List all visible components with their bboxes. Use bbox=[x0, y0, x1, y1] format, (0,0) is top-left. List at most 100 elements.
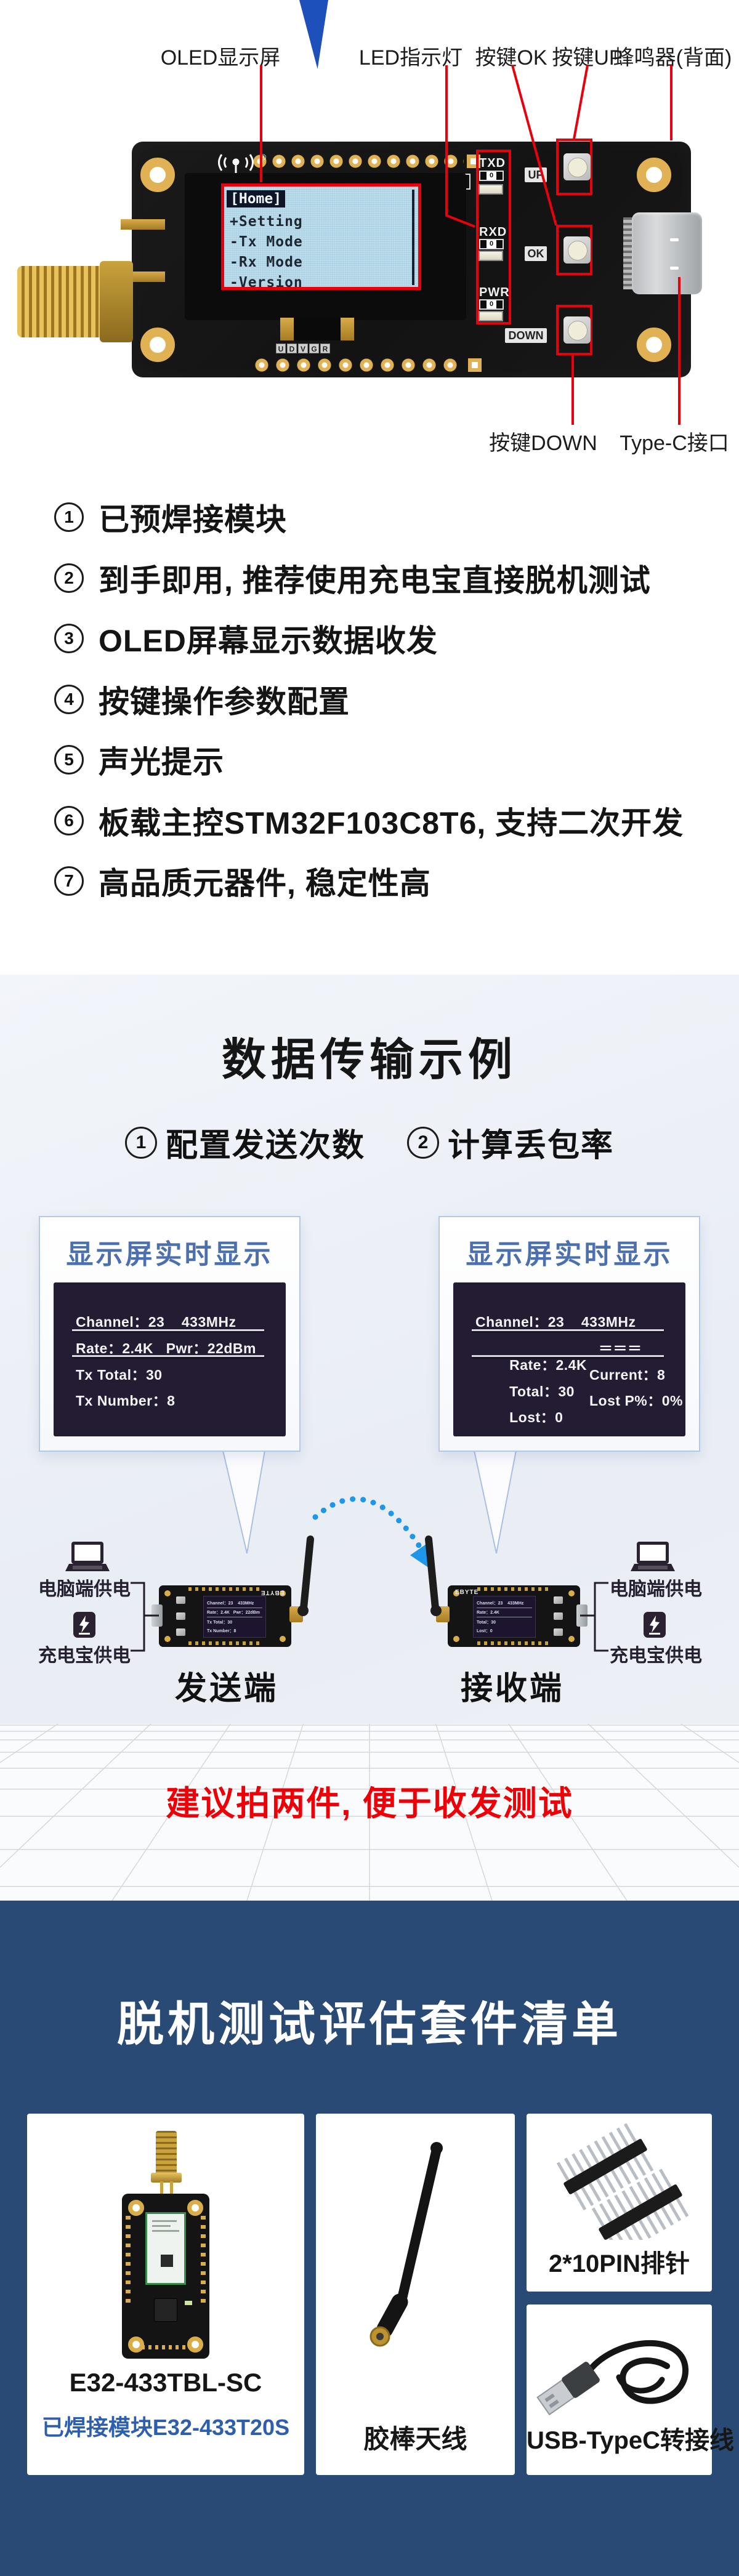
kit-card-module: E32-433TBL-SC 已焊接模块E32-433T20S bbox=[27, 2114, 304, 2475]
feature-item: 5 声光提示 bbox=[54, 739, 224, 781]
demo-section-title: 数据传输示例 bbox=[221, 1036, 517, 1085]
screen-line: Lost：0 Lost P%：0% bbox=[475, 1389, 682, 1425]
panel-title: 显示屏实时显示 bbox=[66, 1239, 273, 1270]
callout-btn-up: 按键UP bbox=[552, 46, 623, 70]
sma-pin-tab bbox=[121, 219, 165, 230]
screen-cell: ＝＝＝ bbox=[599, 1340, 642, 1356]
screen-divider bbox=[72, 1355, 264, 1357]
down-button bbox=[563, 316, 591, 344]
ok-button-label: OK bbox=[525, 246, 547, 261]
screen-line: Channel：23 433MHz bbox=[76, 1314, 236, 1330]
bottom-square-pad bbox=[468, 358, 482, 372]
screen-line: Rate：2.4K ＝＝＝ bbox=[475, 1337, 642, 1373]
screen-line: Rate：2.4K Pwr：22dBm bbox=[76, 1340, 256, 1356]
callout-buzzer: 蜂鸣器(背面) bbox=[613, 46, 732, 70]
mini-line: Tx Number：8 bbox=[207, 1629, 236, 1633]
screen-cell: Current：8 bbox=[589, 1367, 666, 1383]
demo-subtitle: 1 配置发送次数 2 计算丢包率 bbox=[0, 1119, 739, 1165]
feature-item: 2 到手即用, 推荐使用充电宝直接脱机测试 bbox=[54, 557, 651, 599]
feature-text: 已预焊接模块 bbox=[99, 502, 287, 537]
kit-card-pins: 2*10PIN排针 bbox=[527, 2114, 712, 2292]
step-text: 计算丢包率 bbox=[448, 1128, 615, 1164]
led-label-txd: TXD bbox=[479, 156, 506, 170]
feature-number: 2 bbox=[54, 563, 84, 593]
mini-line: Rate：2.4K bbox=[477, 1611, 499, 1615]
mini-sma bbox=[289, 1606, 303, 1622]
product-name: 2*10PIN排针 bbox=[549, 2250, 690, 2277]
mini-brand: EBYTE bbox=[260, 1589, 284, 1596]
typec-shell bbox=[632, 212, 702, 294]
rod-antenna-image bbox=[370, 2142, 443, 2347]
purchase-note: 建议拍两件, 便于收发测试 bbox=[166, 1784, 573, 1822]
sma-connector bbox=[0, 0, 739, 342]
qr-code bbox=[161, 2255, 173, 2267]
pin-label: U bbox=[276, 344, 286, 353]
menu-item: -Rx Mode bbox=[230, 254, 303, 270]
module-pcb bbox=[122, 2194, 209, 2359]
mini-line: Channel：23 433MHz bbox=[477, 1601, 524, 1606]
feature-text: 高品质元器件, 稳定性高 bbox=[99, 866, 431, 901]
kit-section-title: 脱机测试评估套件清单 bbox=[117, 1998, 622, 2051]
mount-hole bbox=[140, 158, 175, 192]
feature-item: 3 OLED屏幕显示数据收发 bbox=[54, 618, 438, 659]
screen-divider bbox=[472, 1355, 664, 1357]
perspective-grid bbox=[0, 1724, 739, 1901]
sma-threads bbox=[17, 266, 110, 337]
power-pc-label: 电脑端供电 bbox=[610, 1579, 702, 1600]
led-label-rxd: RXD bbox=[479, 225, 507, 239]
mount-hole bbox=[140, 328, 175, 362]
product-subname: 已焊接模块E32-433T20S bbox=[41, 2415, 290, 2440]
mini-line: Rate：2.4K Pwr：22dBm bbox=[207, 1611, 260, 1615]
menu-item: +Setting bbox=[230, 214, 303, 230]
menu-item: -Version bbox=[230, 275, 303, 291]
mount-hole bbox=[637, 158, 671, 192]
callout-led: LED指示灯 bbox=[358, 46, 463, 70]
power-pc-label: 电脑端供电 bbox=[38, 1579, 131, 1600]
resistor-value: 0 bbox=[487, 300, 496, 308]
power-bank-label: 充电宝供电 bbox=[610, 1646, 702, 1666]
mini-line: Lost：0 bbox=[477, 1629, 493, 1633]
rxd-resistor: 0 bbox=[479, 239, 504, 249]
screen-line: Tx Number：8 bbox=[76, 1393, 176, 1409]
feature-text: 到手即用, 推荐使用充电宝直接脱机测试 bbox=[99, 563, 651, 598]
step-number: 1 bbox=[124, 1126, 157, 1159]
power-bank-label: 充电宝供电 bbox=[38, 1646, 131, 1666]
sma-hex-nut bbox=[100, 261, 133, 342]
screen-cell: Lost P%：0% bbox=[589, 1393, 683, 1409]
screen-line: Tx Total：30 bbox=[76, 1367, 163, 1383]
pin-label: V bbox=[298, 344, 308, 353]
feature-number: 3 bbox=[54, 624, 84, 653]
feature-number: 1 bbox=[54, 502, 84, 532]
product-name: 胶棒天线 bbox=[363, 2425, 467, 2453]
tx-display-panel: 显示屏实时显示 Channel：23 433MHz Rate：2.4K Pwr：… bbox=[39, 1216, 301, 1452]
feature-text: 声光提示 bbox=[99, 745, 224, 779]
laptop-icon bbox=[631, 1542, 675, 1571]
feature-text: 板载主控STM32F103C8T6, 支持二次开发 bbox=[99, 806, 684, 840]
led-group-highlight bbox=[476, 150, 511, 324]
screen-cell: Rate：2.4K bbox=[509, 1357, 588, 1373]
pin-label: G bbox=[309, 344, 319, 353]
feature-item: 4 按键操作参数配置 bbox=[54, 678, 350, 720]
oled-conn-tab bbox=[280, 318, 294, 340]
up-button bbox=[563, 153, 591, 180]
step-text: 配置发送次数 bbox=[165, 1128, 365, 1164]
rf-module-label bbox=[145, 2212, 186, 2285]
resistor-value: 0 bbox=[487, 240, 496, 248]
typec-connector bbox=[623, 212, 702, 294]
rxd-led bbox=[479, 251, 503, 261]
tx-bubble-tail bbox=[222, 1450, 266, 1554]
dev-board: ® EBYTE TR 0 [Home] +Setting -Tx Mode -R… bbox=[132, 139, 702, 377]
feature-item: 1 已预焊接模块 bbox=[54, 496, 287, 538]
mount-hole bbox=[637, 328, 671, 362]
powerbank-icon bbox=[73, 1612, 95, 1638]
mini-usb bbox=[151, 1604, 163, 1627]
rx-bubble-tail bbox=[473, 1450, 517, 1554]
mini-screen-rx: Channel：23 433MHz Rate：2.4K Total：30 Los… bbox=[473, 1596, 536, 1638]
mini-line: Total：30 bbox=[477, 1620, 496, 1625]
rx-device-label: 接收端 bbox=[460, 1671, 564, 1707]
laptop-icon bbox=[65, 1542, 110, 1571]
oled-conn-tab bbox=[341, 318, 354, 340]
mini-line: Tx Total：30 bbox=[207, 1620, 233, 1625]
